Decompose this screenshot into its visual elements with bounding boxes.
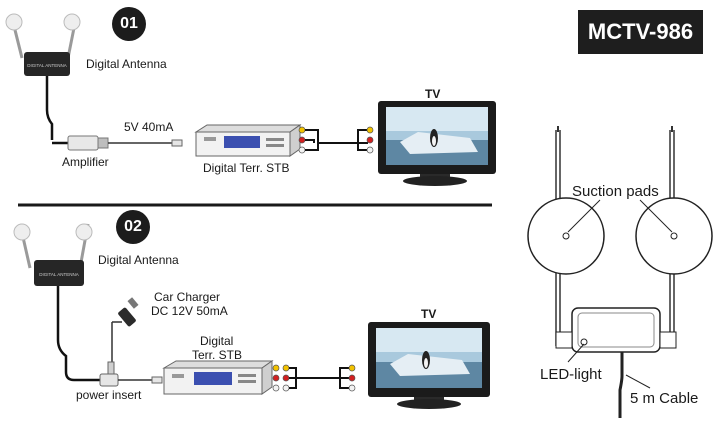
cable-label: 5 m Cable [630, 390, 699, 407]
antenna-icon: DIGITAL ANTENNA [13, 223, 93, 286]
led-light-label: LED-light [540, 366, 602, 383]
car-charger-icon [111, 297, 139, 362]
stb-icon [162, 360, 274, 395]
setup1-tv-label: TV [425, 87, 441, 101]
tv-icon [368, 322, 490, 409]
tv-icon [378, 101, 496, 186]
amplifier-icon [67, 135, 109, 151]
antenna-body [571, 307, 661, 353]
antenna-brand-2: DIGITAL ANTENNA [39, 272, 79, 277]
antenna-brand-1: DIGITAL ANTENNA [27, 63, 67, 68]
setup2-stb-label-line1: Digital [200, 334, 234, 348]
stb-icon [194, 124, 302, 157]
setup-2: DIGITAL ANTENNA [13, 223, 490, 409]
power-insert-label: power insert [76, 388, 142, 402]
setup2-stb-label-line2: Terr. STB [192, 348, 243, 362]
setup2-antenna-label: Digital Antenna [98, 253, 179, 267]
setup2-tv-label: TV [421, 307, 437, 321]
car-charger-spec: DC 12V 50mA [151, 304, 228, 318]
setup-number-badge-1: 01 [112, 7, 146, 41]
amplifier-label: Amplifier [62, 155, 109, 169]
suction-pad-left [527, 197, 605, 275]
antenna-detail [527, 126, 713, 418]
setup1-power-label: 5V 40mA [124, 120, 174, 134]
setup1-stb-label: Digital Terr. STB [203, 161, 290, 175]
antenna-icon: DIGITAL ANTENNA [5, 13, 81, 76]
power-insert-icon [99, 361, 119, 387]
suction-pads-label: Suction pads [572, 183, 659, 200]
led-light-icon [580, 338, 588, 346]
car-charger-label: Car Charger [154, 290, 221, 304]
suction-pad-right [635, 197, 713, 275]
setup-1: DIGITAL ANTENNA [5, 13, 496, 186]
model-title: MCTV-986 [578, 10, 703, 54]
setup-number-badge-2: 02 [116, 210, 150, 244]
setup1-antenna-label: Digital Antenna [86, 57, 167, 71]
